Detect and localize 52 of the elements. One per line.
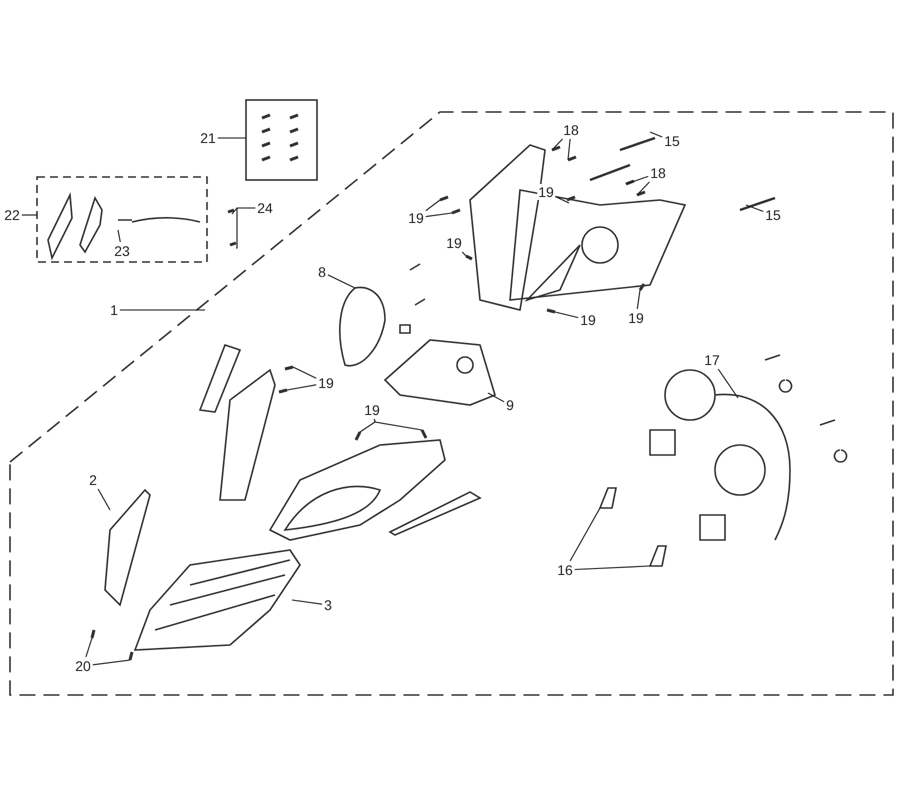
callout-number: 19 [317,375,335,391]
callout-number: 19 [627,310,645,326]
leader-line [554,311,578,318]
callout-number: 19 [537,184,555,200]
leader-line [98,488,110,510]
leader-line [374,418,422,431]
leader-line [552,138,563,150]
leader-line [650,132,662,138]
leader-line [718,368,738,398]
callout-number: 19 [407,210,425,226]
callout-number: 19 [579,312,597,328]
leader-line [120,309,205,311]
callout-number: 19 [445,235,463,251]
leader-line [218,137,246,139]
leader-line [92,659,130,666]
callout-number: 16 [556,562,574,578]
leader-line [567,138,571,160]
leader-line [292,599,322,605]
callout-number: 1 [109,302,119,318]
leader-line [292,366,316,379]
leader-line [85,638,93,658]
callout-number: 21 [199,130,217,146]
leader-line [570,508,600,562]
leader-line [636,290,641,310]
callout-number: 9 [505,397,515,413]
callout-number: 2 [88,472,98,488]
leader-line [488,392,504,402]
leader-line [328,274,356,288]
callout-number: 24 [256,200,274,216]
leader-line [462,252,466,256]
leader-line [574,565,650,570]
leader-line [556,196,570,204]
callout-number: 19 [363,402,381,418]
leader-line [286,384,316,391]
callout-number: 23 [113,243,131,259]
callout-number: 18 [649,165,667,181]
callout-number: 15 [764,207,782,223]
leader-line [117,230,121,242]
callout-number: 8 [317,264,327,280]
callout-number: 17 [703,352,721,368]
leader-line [22,214,37,216]
leader-line [746,204,764,212]
callout-number: 20 [74,658,92,674]
callout-number: 15 [663,133,681,149]
callout-number: 22 [3,207,21,223]
callout-number: 18 [562,122,580,138]
leader-line [425,200,440,212]
leader-line [626,176,648,185]
leader-line [636,182,650,196]
leader-line [236,207,256,249]
callout-number: 3 [323,597,333,613]
leader-line [426,212,452,218]
